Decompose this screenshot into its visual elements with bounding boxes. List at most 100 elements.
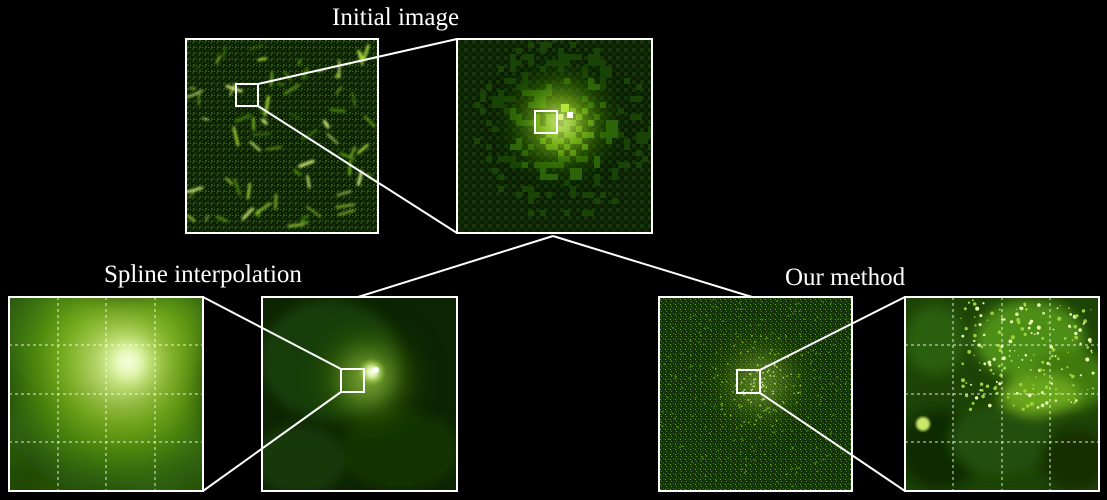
texture-mark <box>302 214 310 219</box>
texture-mark <box>760 300 763 303</box>
texture-mark <box>798 302 800 305</box>
texture-mark <box>306 206 322 218</box>
texture-mark <box>715 480 717 482</box>
texture-mark <box>794 310 796 313</box>
texture-mark <box>820 400 822 403</box>
texture-mark <box>821 293 823 295</box>
texture-mark <box>270 71 273 87</box>
texture-mark <box>826 455 828 457</box>
texture-mark <box>351 91 356 107</box>
texture-mark <box>698 341 700 343</box>
texture-mark <box>1024 304 1026 307</box>
texture-mark <box>1078 328 1082 332</box>
texture-mark <box>624 162 630 168</box>
texture-mark <box>546 42 552 48</box>
texture-mark <box>667 383 670 385</box>
texture-mark <box>666 396 669 399</box>
texture-mark <box>1032 384 1035 386</box>
texture-mark <box>829 383 832 385</box>
texture-mark <box>1079 374 1082 377</box>
zoom-roi-box <box>534 110 558 134</box>
our-method-result-frame <box>658 296 853 492</box>
texture-mark <box>997 330 1002 335</box>
texture-mark <box>701 456 703 458</box>
spline-zoom-panel <box>9 297 203 491</box>
texture-mark <box>1070 401 1073 404</box>
texture-mark <box>980 389 984 392</box>
texture-mark <box>836 376 838 378</box>
texture-mark <box>582 192 588 198</box>
texture-mark <box>528 54 534 60</box>
texture-mark <box>870 378 872 380</box>
texture-mark <box>522 186 528 192</box>
texture-mark <box>1063 337 1067 340</box>
texture-mark <box>1051 347 1056 352</box>
connector-line <box>759 296 906 371</box>
texture-mark <box>967 350 972 354</box>
texture-mark <box>975 306 980 311</box>
texture-mark <box>636 114 642 120</box>
texture-mark <box>1010 359 1013 362</box>
connector-line <box>759 392 906 492</box>
texture-mark <box>528 42 534 48</box>
texture-mark <box>761 319 764 321</box>
texture-mark <box>983 362 987 366</box>
texture-mark <box>474 138 480 144</box>
texture-mark <box>362 44 370 62</box>
texture-mark <box>970 383 972 386</box>
texture-mark <box>1074 331 1078 336</box>
texture-mark <box>510 60 516 66</box>
texture-mark <box>1040 403 1045 408</box>
texture-mark <box>498 186 504 192</box>
texture-mark <box>1083 319 1087 323</box>
texture-mark <box>1023 389 1027 393</box>
texture-mark <box>817 394 819 397</box>
texture-mark <box>776 300 779 302</box>
texture-mark <box>739 302 741 304</box>
texture-mark <box>225 177 234 185</box>
texture-mark <box>985 384 990 388</box>
texture-mark <box>867 371 869 373</box>
texture-mark <box>306 175 311 189</box>
texture-mark <box>992 357 996 361</box>
texture-mark <box>297 58 302 66</box>
texture-mark <box>747 283 749 285</box>
texture-mark <box>1069 313 1072 316</box>
texture-mark <box>751 446 754 448</box>
texture-mark <box>822 301 824 303</box>
texture-mark <box>671 412 674 415</box>
connector-line <box>257 105 458 234</box>
texture-mark <box>704 327 706 330</box>
texture-mark <box>594 198 600 204</box>
texture-mark <box>863 355 865 357</box>
texture-mark <box>498 174 504 180</box>
texture-mark <box>252 132 271 136</box>
spline-result-frame <box>261 296 458 492</box>
texture-mark <box>1014 350 1016 352</box>
texture-mark <box>787 315 790 317</box>
texture-mark <box>982 333 986 337</box>
texture-mark <box>832 344 835 346</box>
connector-line <box>552 235 753 298</box>
texture-mark <box>486 84 492 90</box>
texture-mark <box>486 120 492 126</box>
texture-mark <box>845 318 847 321</box>
texture-mark <box>1074 335 1078 340</box>
texture-mark <box>973 333 977 338</box>
texture-mark <box>298 159 315 168</box>
texture-mark <box>636 96 642 102</box>
texture-mark <box>1075 314 1079 318</box>
texture-mark <box>1003 318 1006 321</box>
texture-mark <box>682 353 684 355</box>
texture-mark <box>1056 357 1060 361</box>
texture-mark <box>254 202 272 215</box>
texture-mark <box>963 307 967 311</box>
texture-mark <box>1067 398 1070 401</box>
texture-mark <box>818 403 821 406</box>
texture-mark <box>777 481 779 483</box>
texture-mark <box>1071 339 1073 341</box>
texture-mark <box>1037 303 1041 307</box>
texture-mark <box>964 327 968 331</box>
texture-mark <box>1068 307 1070 310</box>
texture-mark <box>784 294 786 296</box>
